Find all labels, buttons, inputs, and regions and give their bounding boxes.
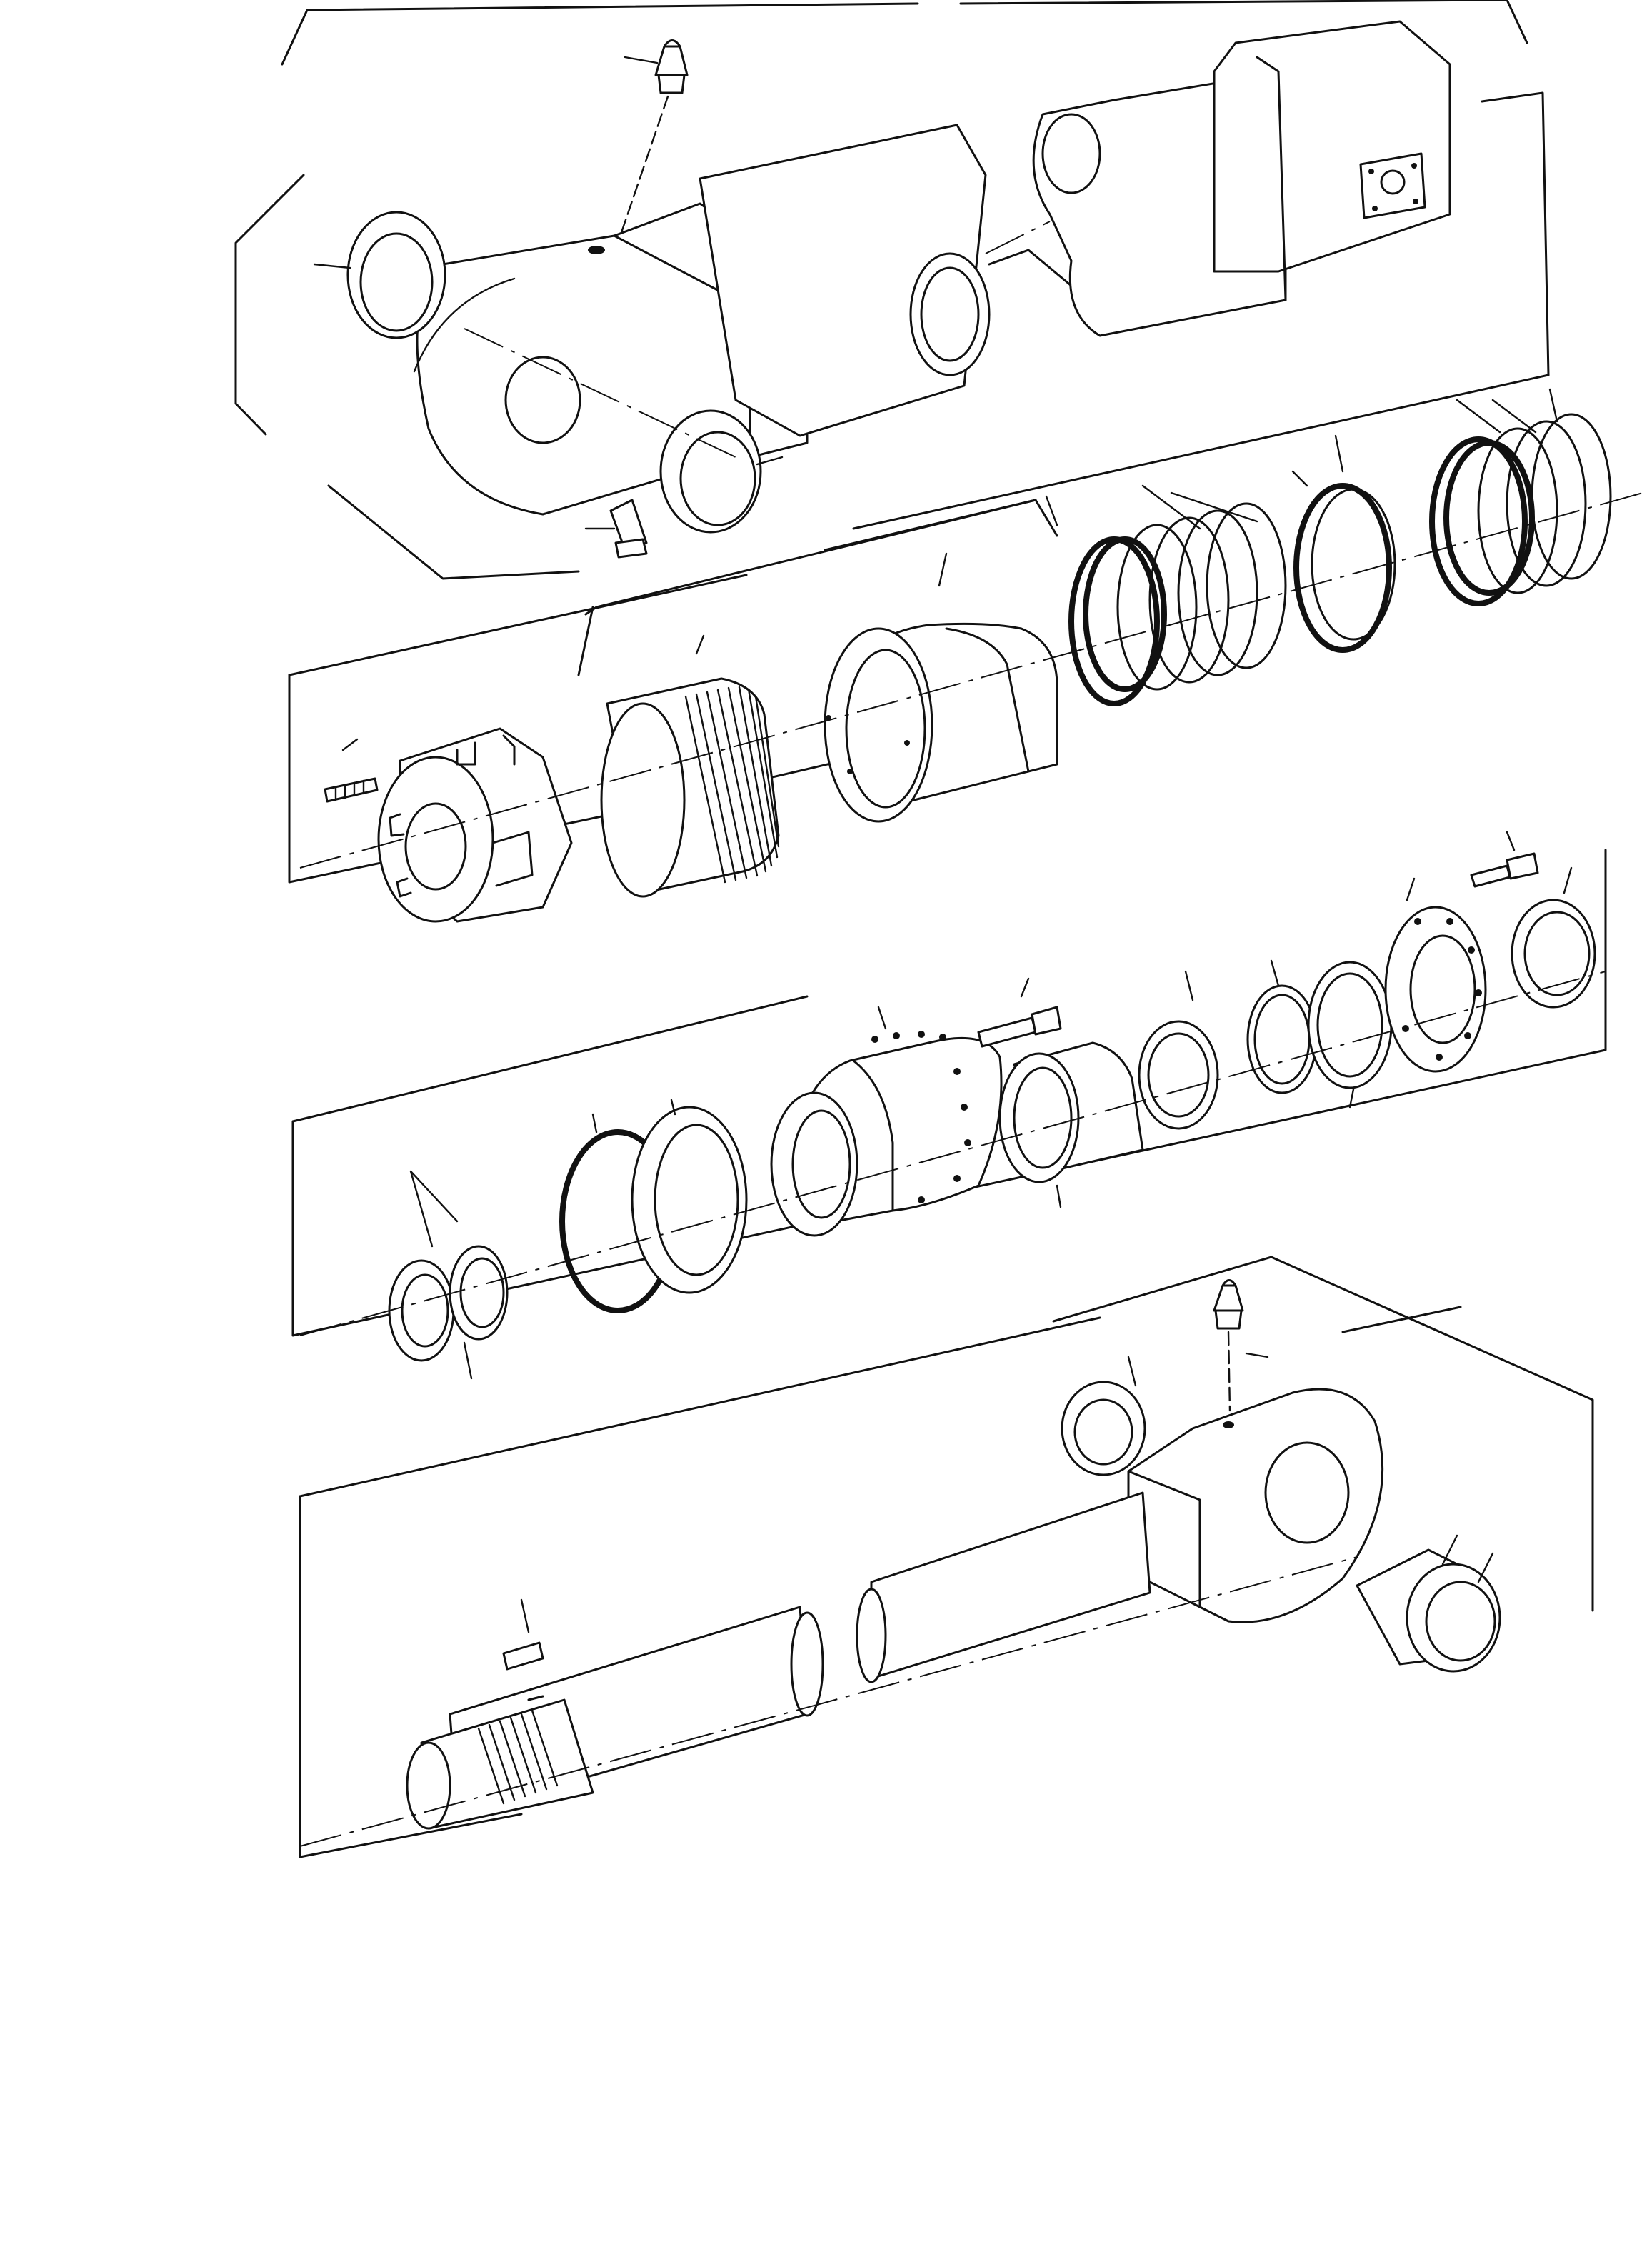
rod-threaded-end [406, 1698, 594, 1830]
piston-body [824, 552, 1058, 823]
grease-nipple-rod [1213, 1279, 1269, 1412]
barrel-rear-section [1032, 20, 1451, 337]
panel-piston-rod [299, 1256, 1594, 1858]
head-bushing [998, 1041, 1144, 1208]
head-bolt-right [1470, 831, 1539, 888]
grease-nipple-top [616, 39, 689, 244]
rod-eye [1127, 1388, 1384, 1623]
assembly-axes [299, 221, 1643, 1847]
lock-screw [324, 738, 379, 803]
rod-scraper-rings [388, 1170, 509, 1380]
piston-seal-pack-1 [1045, 484, 1287, 706]
rod-key [502, 1598, 544, 1701]
cylinder-barrel [699, 124, 1073, 437]
piston-wear-ring [1291, 434, 1396, 653]
cylinder-head [770, 1006, 1003, 1237]
head-flange [1384, 877, 1487, 1073]
grease-nipple-bottom [584, 499, 648, 559]
head-backup-ring [631, 1099, 748, 1294]
piston-threaded [600, 634, 780, 898]
rod-eye-bushing-rear [1356, 1534, 1501, 1673]
piston-nut [377, 727, 573, 923]
rod-seal-ring [1246, 959, 1318, 1094]
bushing-left [313, 211, 446, 339]
head-bolt-left [977, 977, 1062, 1048]
panel-cylinder-tube [234, 0, 1550, 580]
piston-seal-pack-2 [1429, 388, 1612, 606]
rod-seal [1138, 970, 1219, 1130]
bushing-right [659, 409, 784, 534]
rod-eye-bushing-front [1061, 1356, 1146, 1476]
